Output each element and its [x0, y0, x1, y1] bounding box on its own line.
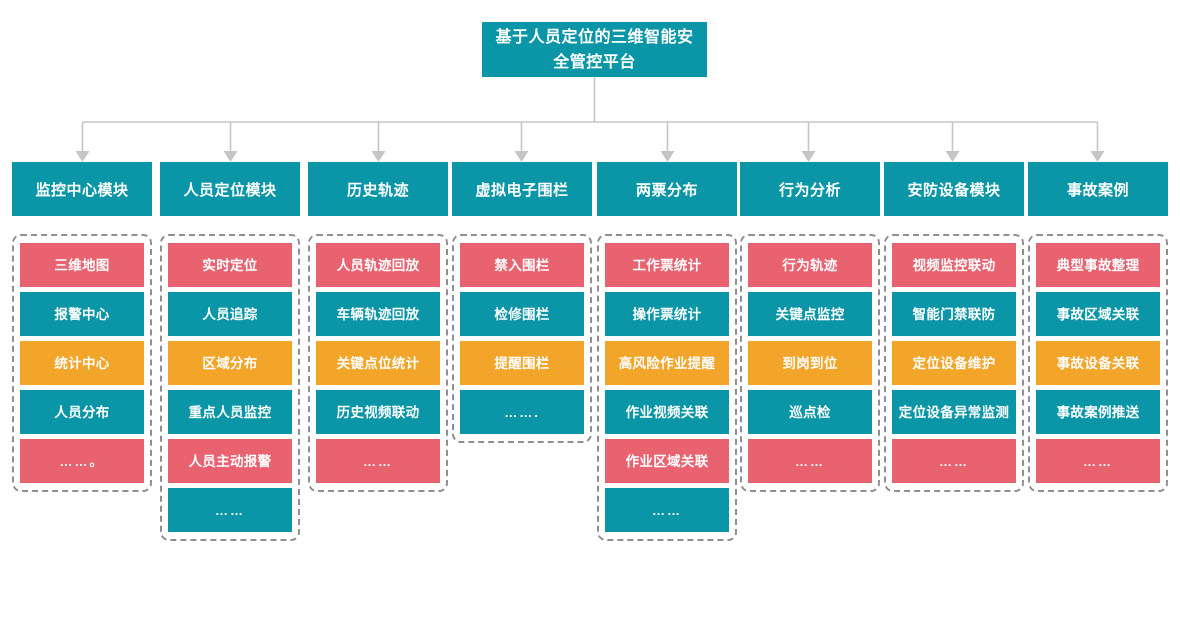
module-item-more[interactable]: ……: [748, 439, 872, 483]
module-item[interactable]: 事故区域关联: [1036, 292, 1160, 336]
module-item[interactable]: 人员分布: [20, 390, 144, 434]
module-items-container-5: 行为轨迹 关键点监控 到岗到位 巡点检 ……: [740, 234, 880, 492]
module-items-container-6: 视频监控联动 智能门禁联防 定位设备维护 定位设备异常监测 ……: [884, 234, 1024, 492]
module-item-more[interactable]: ……: [316, 439, 440, 483]
module-header-0[interactable]: 监控中心模块: [12, 162, 152, 216]
module-item[interactable]: 定位设备异常监测: [892, 390, 1016, 434]
module-item[interactable]: 视频监控联动: [892, 243, 1016, 287]
module-item[interactable]: 作业区域关联: [605, 439, 729, 483]
module-item[interactable]: 操作票统计: [605, 292, 729, 336]
module-items-container-7: 典型事故整理 事故区域关联 事故设备关联 事故案例推送 ……: [1028, 234, 1168, 492]
module-column-monitor-center: 监控中心模块 三维地图 报警中心 统计中心 人员分布 ……。: [12, 162, 152, 492]
module-item-more[interactable]: ……: [892, 439, 1016, 483]
module-column-behavior-analysis: 行为分析 行为轨迹 关键点监控 到岗到位 巡点检 ……: [740, 162, 880, 492]
module-item[interactable]: 典型事故整理: [1036, 243, 1160, 287]
module-item[interactable]: 统计中心: [20, 341, 144, 385]
module-items-container-0: 三维地图 报警中心 统计中心 人员分布 ……。: [12, 234, 152, 492]
module-column-personnel-positioning: 人员定位模块 实时定位 人员追踪 区域分布 重点人员监控 人员主动报警 ……: [160, 162, 300, 541]
module-item-more[interactable]: ……: [1036, 439, 1160, 483]
module-items-container-2: 人员轨迹回放 车辆轨迹回放 关键点位统计 历史视频联动 ……: [308, 234, 448, 492]
module-header-4[interactable]: 两票分布: [597, 162, 737, 216]
module-item[interactable]: 检修围栏: [460, 292, 584, 336]
module-items-container-3: 禁入围栏 检修围栏 提醒围栏 …….: [452, 234, 592, 443]
module-header-label: 两票分布: [635, 181, 698, 199]
module-item[interactable]: 巡点检: [748, 390, 872, 434]
module-item[interactable]: 工作票统计: [605, 243, 729, 287]
module-header-label: 监控中心模块: [35, 181, 129, 199]
root-node: 基于人员定位的三维智能安全管控平台: [482, 22, 707, 77]
module-item[interactable]: 历史视频联动: [316, 390, 440, 434]
module-column-history-track: 历史轨迹 人员轨迹回放 车辆轨迹回放 关键点位统计 历史视频联动 ……: [308, 162, 448, 492]
module-item-more[interactable]: ……: [168, 488, 292, 532]
module-header-1[interactable]: 人员定位模块: [160, 162, 300, 216]
module-item[interactable]: 作业视频关联: [605, 390, 729, 434]
module-header-2[interactable]: 历史轨迹: [308, 162, 448, 216]
module-item[interactable]: 提醒围栏: [460, 341, 584, 385]
root-node-label: 基于人员定位的三维智能安全管控平台: [495, 28, 694, 71]
module-header-7[interactable]: 事故案例: [1028, 162, 1168, 216]
module-item[interactable]: 事故案例推送: [1036, 390, 1160, 434]
module-header-3[interactable]: 虚拟电子围栏: [452, 162, 592, 216]
module-item[interactable]: 重点人员监控: [168, 390, 292, 434]
module-header-label: 历史轨迹: [346, 181, 409, 199]
module-item[interactable]: 定位设备维护: [892, 341, 1016, 385]
module-item-more[interactable]: ……: [605, 488, 729, 532]
module-column-two-tickets: 两票分布 工作票统计 操作票统计 高风险作业提醒 作业视频关联 作业区域关联 ……: [597, 162, 737, 541]
module-header-6[interactable]: 安防设备模块: [884, 162, 1024, 216]
module-header-label: 人员定位模块: [183, 181, 277, 199]
module-items-container-1: 实时定位 人员追踪 区域分布 重点人员监控 人员主动报警 ……: [160, 234, 300, 541]
module-item[interactable]: 三维地图: [20, 243, 144, 287]
module-item[interactable]: 关键点监控: [748, 292, 872, 336]
module-item[interactable]: 人员轨迹回放: [316, 243, 440, 287]
module-header-label: 事故案例: [1066, 181, 1129, 199]
module-item[interactable]: 行为轨迹: [748, 243, 872, 287]
module-item-more[interactable]: …….: [460, 390, 584, 434]
module-items-container-4: 工作票统计 操作票统计 高风险作业提醒 作业视频关联 作业区域关联 ……: [597, 234, 737, 541]
module-header-label: 行为分析: [778, 181, 841, 199]
module-item[interactable]: 关键点位统计: [316, 341, 440, 385]
module-item[interactable]: 报警中心: [20, 292, 144, 336]
module-item[interactable]: 车辆轨迹回放: [316, 292, 440, 336]
module-column-virtual-fence: 虚拟电子围栏 禁入围栏 检修围栏 提醒围栏 …….: [452, 162, 592, 443]
module-item-more[interactable]: ……。: [20, 439, 144, 483]
module-header-label: 虚拟电子围栏: [475, 181, 569, 199]
module-item[interactable]: 禁入围栏: [460, 243, 584, 287]
module-item[interactable]: 人员追踪: [168, 292, 292, 336]
module-item[interactable]: 人员主动报警: [168, 439, 292, 483]
module-item[interactable]: 智能门禁联防: [892, 292, 1016, 336]
module-item[interactable]: 高风险作业提醒: [605, 341, 729, 385]
module-column-security-devices: 安防设备模块 视频监控联动 智能门禁联防 定位设备维护 定位设备异常监测 ……: [884, 162, 1024, 492]
module-item[interactable]: 事故设备关联: [1036, 341, 1160, 385]
module-header-label: 安防设备模块: [907, 181, 1001, 199]
module-column-accident-cases: 事故案例 典型事故整理 事故区域关联 事故设备关联 事故案例推送 ……: [1028, 162, 1168, 492]
module-header-5[interactable]: 行为分析: [740, 162, 880, 216]
module-item[interactable]: 区域分布: [168, 341, 292, 385]
module-item[interactable]: 实时定位: [168, 243, 292, 287]
module-item[interactable]: 到岗到位: [748, 341, 872, 385]
